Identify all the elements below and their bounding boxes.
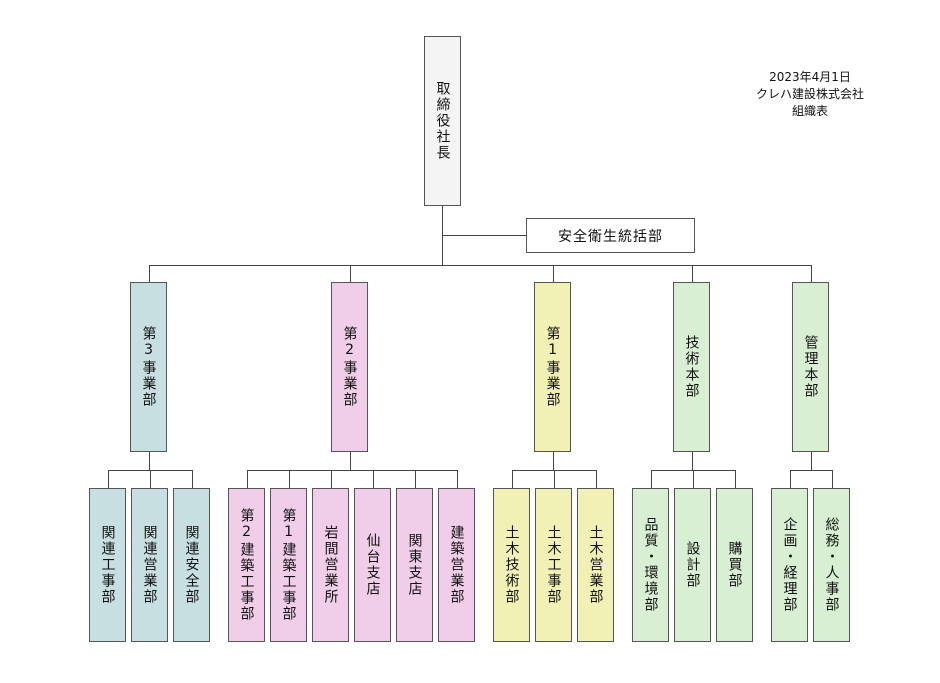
unit-box: 土木技術部 [493, 488, 530, 642]
division-drop-line [149, 265, 150, 282]
company-name: クレハ建設株式会社 [755, 87, 864, 101]
unit-drop-line [331, 470, 332, 488]
unit-drop-line [554, 470, 555, 488]
unit-box: 設計部 [674, 488, 711, 642]
unit-box: 関連安全部 [173, 488, 210, 642]
unit-bus-line [790, 470, 833, 471]
division-box: 第3事業部 [130, 282, 167, 452]
unit-box: 購買部 [716, 488, 753, 642]
unit-drop-line [693, 470, 694, 488]
unit-drop-line [108, 470, 109, 488]
unit-drop-line [735, 470, 736, 488]
staff-branch-line [442, 235, 526, 236]
unit-drop-line [832, 470, 833, 488]
division-box: 第1事業部 [534, 282, 571, 452]
division-stem-line [692, 452, 693, 470]
division-drop-line [553, 265, 554, 282]
date-label: 2023年4月1日 [769, 70, 851, 84]
unit-box: 岩間営業所 [312, 488, 349, 642]
division-box: 技術本部 [673, 282, 710, 452]
unit-box: 品質・環境部 [632, 488, 669, 642]
unit-box: 仙台支店 [354, 488, 391, 642]
header-info: 2023年4月1日 クレハ建設株式会社 組織表 [740, 69, 880, 120]
unit-drop-line [790, 470, 791, 488]
division-drop-line [692, 265, 693, 282]
ceo-box: 取締役社長 [424, 36, 461, 206]
division-stem-line [811, 452, 812, 470]
division-box: 第2事業部 [331, 282, 368, 452]
unit-box: 第1建築工事部 [270, 488, 307, 642]
unit-box: 関連工事部 [89, 488, 126, 642]
unit-drop-line [150, 470, 151, 488]
unit-box: 第2建築工事部 [228, 488, 265, 642]
unit-box: 土木営業部 [577, 488, 614, 642]
unit-drop-line [289, 470, 290, 488]
division-stem-line [553, 452, 554, 470]
unit-box: 企画・経理部 [771, 488, 808, 642]
division-drop-line [350, 265, 351, 282]
division-drop-line [811, 265, 812, 282]
unit-drop-line [415, 470, 416, 488]
division-stem-line [350, 452, 351, 470]
unit-drop-line [192, 470, 193, 488]
unit-box: 関連営業部 [131, 488, 168, 642]
unit-box: 土木工事部 [535, 488, 572, 642]
unit-drop-line [457, 470, 458, 488]
unit-box: 建築営業部 [438, 488, 475, 642]
unit-drop-line [651, 470, 652, 488]
division-box: 管理本部 [792, 282, 829, 452]
unit-drop-line [373, 470, 374, 488]
unit-bus-line [247, 470, 458, 471]
unit-box: 関東支店 [396, 488, 433, 642]
unit-drop-line [247, 470, 248, 488]
staff-dept-box: 安全衛生統括部 [526, 218, 695, 253]
ceo-trunk-line [442, 206, 443, 266]
unit-drop-line [512, 470, 513, 488]
chart-title: 組織表 [791, 104, 828, 118]
unit-drop-line [596, 470, 597, 488]
division-bus-line [149, 265, 812, 266]
division-stem-line [149, 452, 150, 470]
unit-box: 総務・人事部 [813, 488, 850, 642]
